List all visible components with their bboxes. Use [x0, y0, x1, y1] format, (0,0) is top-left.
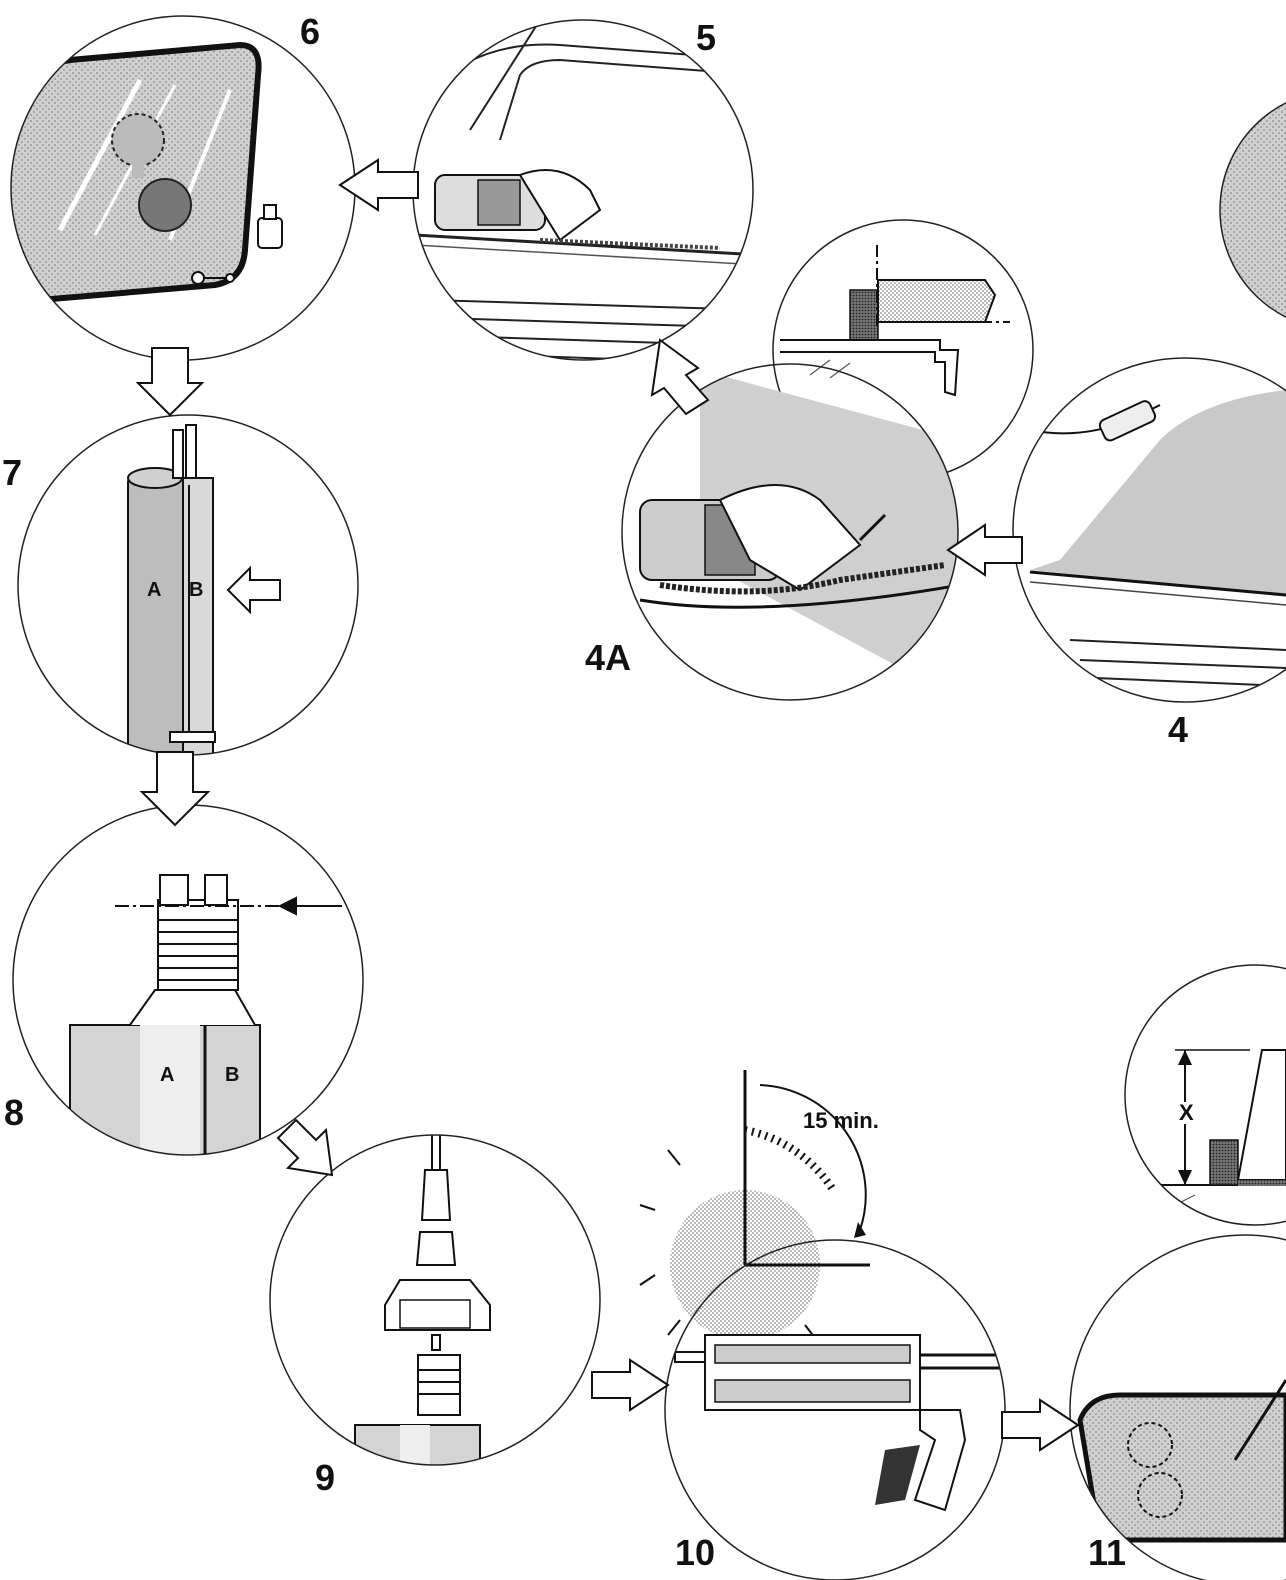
bead-height-detail-illustration [1125, 965, 1286, 1225]
cartridge-label-b: B [189, 580, 203, 600]
flow-arrow-10-to-11 [1002, 1400, 1078, 1450]
step-5-illustration [413, 20, 760, 364]
step-label-10: 10 [675, 1535, 715, 1571]
cartridge-label-a: A [147, 580, 161, 600]
partial-glass-illustration [1220, 80, 1286, 330]
cartridge-label-a-step8: A [160, 1065, 174, 1085]
step-label-9: 9 [315, 1460, 335, 1496]
step-label-8: 8 [4, 1095, 24, 1131]
step-9-illustration [270, 1130, 600, 1475]
flow-arrow-4-to-4a [948, 525, 1022, 575]
step-label-5: 5 [696, 20, 716, 56]
step-label-4: 4 [1168, 712, 1188, 748]
cartridge-label-b-step8: B [225, 1065, 239, 1085]
flow-arrow-8-to-9 [278, 1120, 332, 1175]
step-11-illustration [1070, 1235, 1286, 1580]
flow-arrow-5-to-6 [340, 160, 418, 210]
step-6-illustration [0, 16, 355, 360]
step-label-4a: 4A [585, 640, 631, 676]
timer-label: 15 min. [803, 1110, 879, 1132]
step-label-6: 6 [300, 14, 320, 50]
step-7-illustration [18, 415, 358, 758]
step-label-7: 7 [2, 455, 22, 491]
step-4-illustration [1013, 358, 1286, 702]
dimension-label-x: X [1177, 1102, 1196, 1124]
step-8-illustration [13, 805, 363, 1165]
flow-arrow-7-to-8 [142, 752, 208, 825]
flow-arrow-9-to-10 [592, 1360, 668, 1410]
flow-arrow-6-to-7 [138, 348, 202, 415]
flow-arrow-4a-to-5 [652, 340, 708, 414]
step-4a-illustration [622, 364, 960, 700]
step-label-11: 11 [1088, 1535, 1126, 1571]
